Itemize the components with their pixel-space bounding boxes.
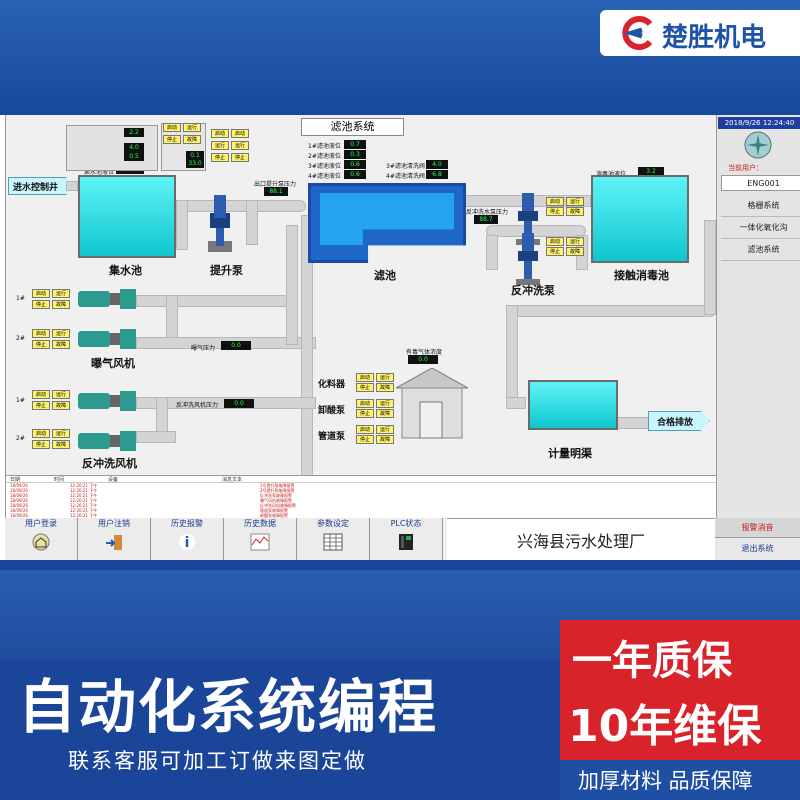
backwash-pressure-display: 0.0: [224, 399, 254, 408]
aeration-pressure-display: 0.0: [221, 341, 251, 350]
plc-icon: [399, 534, 413, 550]
table-icon: [323, 533, 343, 551]
lift-start-button[interactable]: 启动: [163, 123, 181, 132]
lift-pump-label: 提升泵: [210, 264, 243, 277]
collection-tank[interactable]: [78, 175, 176, 258]
info-icon: i: [179, 534, 195, 551]
sidebar-item-filter[interactable]: 滤池系统: [721, 239, 800, 261]
disinfection-tank-label: 接触消毒池: [614, 269, 669, 282]
nav-user-logout[interactable]: 用户注销: [78, 518, 151, 560]
meter-channel[interactable]: [528, 380, 618, 430]
dosing-house-icon[interactable]: [396, 368, 468, 440]
backwash-fan-1-icon[interactable]: [78, 389, 138, 413]
trend-chart-icon: [250, 533, 270, 551]
sidebar-item-oxidation-ditch[interactable]: 一体化氧化沟: [721, 217, 800, 239]
collection-tank-label: 集水池: [109, 264, 142, 277]
brand-name: 楚胜机电: [662, 23, 767, 53]
aeration-fan-2-icon[interactable]: [78, 327, 138, 351]
warranty-ten-year: 10年维保: [568, 701, 762, 752]
backwash-fan-label: 反冲洗风机: [82, 457, 137, 470]
meter-channel-label: 计量明渠: [548, 447, 592, 460]
lift-pump-2-icon[interactable]: [206, 200, 234, 254]
nav-plc-status[interactable]: PLC状态: [370, 518, 443, 560]
exit-button[interactable]: 退出系统: [715, 538, 800, 560]
promo-subtext: 联系客服可加工订做来图定做: [68, 749, 367, 773]
gas-display: 0.0: [408, 355, 438, 364]
disinfect-level-display: 3.2: [638, 167, 664, 176]
scada-screen: 进水控制井 集水池 集水池液位 3.2 2.2 4.0 0.5 0.1 33.0…: [5, 115, 800, 560]
promo-slogan: 自动化系统编程: [18, 673, 439, 741]
home-icon: [32, 533, 50, 551]
nav-data-history[interactable]: 历史数据: [224, 518, 297, 560]
backwash-pump-2-icon[interactable]: [514, 233, 542, 287]
disinfection-tank[interactable]: [591, 175, 689, 263]
svg-text:i: i: [185, 535, 190, 551]
brand-logo-icon: [622, 16, 653, 50]
warranty-one-year: 一年质保: [572, 638, 732, 684]
sidebar-item-screen[interactable]: 格栅系统: [721, 195, 800, 217]
nav-alarm-history[interactable]: 历史报警 i: [151, 518, 224, 560]
lift-stop-button[interactable]: 停止: [163, 135, 181, 144]
nav-user-login[interactable]: 用户登录: [5, 518, 78, 560]
param-panel: [66, 125, 158, 171]
warranty-box: [560, 620, 800, 760]
brand-box: [600, 10, 800, 56]
fan-logo-icon: [744, 131, 772, 159]
page-title: 滤池系统: [301, 118, 404, 136]
alarm-ack-button[interactable]: 报警消音: [715, 518, 800, 538]
backwash-pump-pressure-display: 88.7: [474, 215, 498, 224]
inlet-control-well[interactable]: 进水控制井: [8, 177, 74, 195]
quality-box: [560, 760, 800, 800]
outlet-pressure-display: 88.1: [264, 187, 288, 196]
backwash-pump-label: 反冲洗泵: [511, 284, 555, 297]
aeration-fan-label: 曝气风机: [91, 357, 135, 370]
current-user: ENG001: [721, 175, 800, 191]
outlet-discharge[interactable]: 合格排放: [648, 411, 710, 431]
filter-label: 滤池: [374, 269, 396, 282]
door-icon: [106, 535, 122, 550]
quality-text: 加厚材料 品质保障: [578, 769, 753, 793]
datetime-display: 2018/9/26 12:24:40: [718, 117, 800, 129]
nav-param-settings[interactable]: 参数设定: [297, 518, 370, 560]
plant-name: 兴海县污水处理厂: [447, 518, 715, 560]
aeration-fan-1-icon[interactable]: [78, 287, 138, 311]
backwash-fan-2-icon[interactable]: [78, 429, 138, 453]
